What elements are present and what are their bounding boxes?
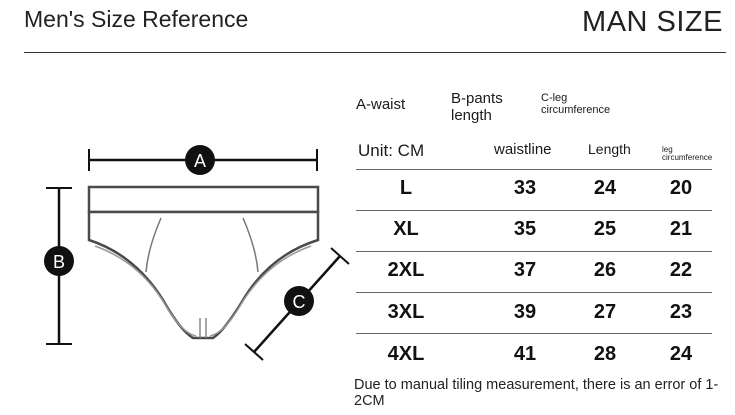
column-header-unit: Unit: CM <box>358 141 425 160</box>
row-divider <box>356 251 712 252</box>
length-cell: 28 <box>593 343 617 365</box>
briefs-diagram: A B C <box>44 145 350 361</box>
column-header-leg-circumference: leg circumference <box>662 145 713 162</box>
leg-cell: 21 <box>669 218 693 240</box>
length-cell: 24 <box>593 177 617 199</box>
size-cell: L <box>399 177 413 199</box>
leg-cell: 23 <box>669 301 693 323</box>
length-cell: 26 <box>593 259 617 281</box>
dimension-a: A <box>88 145 318 175</box>
waistline-cell: 41 <box>513 343 537 365</box>
header-divider <box>24 52 726 53</box>
label-b-badge <box>44 246 74 276</box>
size-cell: 4XL <box>387 343 425 365</box>
page-title: Men's Size Reference <box>24 6 249 32</box>
leg-cell: 20 <box>669 177 693 199</box>
leg-cell: 22 <box>669 259 693 281</box>
label-b: B <box>53 252 65 272</box>
column-header-length: Length <box>588 141 631 157</box>
legend-c-leg-circumference: C-leg circumference <box>541 92 611 116</box>
waistline-cell: 39 <box>513 301 537 323</box>
size-cell: 3XL <box>387 301 425 323</box>
length-cell: 27 <box>593 301 617 323</box>
row-divider <box>356 210 712 211</box>
legend-a-waist: A-waist <box>356 96 406 113</box>
label-c: C <box>293 292 306 312</box>
dimension-c: C <box>244 247 350 361</box>
dimension-b: B <box>44 187 74 345</box>
waistline-cell: 35 <box>513 218 537 240</box>
waistline-cell: 33 <box>513 177 537 199</box>
label-a-badge <box>185 145 215 175</box>
length-cell: 25 <box>593 218 617 240</box>
size-cell: XL <box>393 218 419 240</box>
row-divider <box>356 333 712 334</box>
briefs-outline <box>87 185 320 340</box>
measurement-note: Due to manual tiling measurement, there … <box>354 377 719 409</box>
label-c-badge <box>284 286 314 316</box>
size-cell: 2XL <box>387 259 425 281</box>
column-header-waistline: waistline <box>494 141 552 158</box>
row-divider <box>356 292 712 293</box>
legend-b-pants-length: B-pants length <box>451 90 503 124</box>
waistline-cell: 37 <box>513 259 537 281</box>
label-a: A <box>194 151 206 171</box>
brand-heading: MAN SIZE <box>582 6 723 38</box>
leg-cell: 24 <box>669 343 693 365</box>
row-divider <box>356 169 712 170</box>
